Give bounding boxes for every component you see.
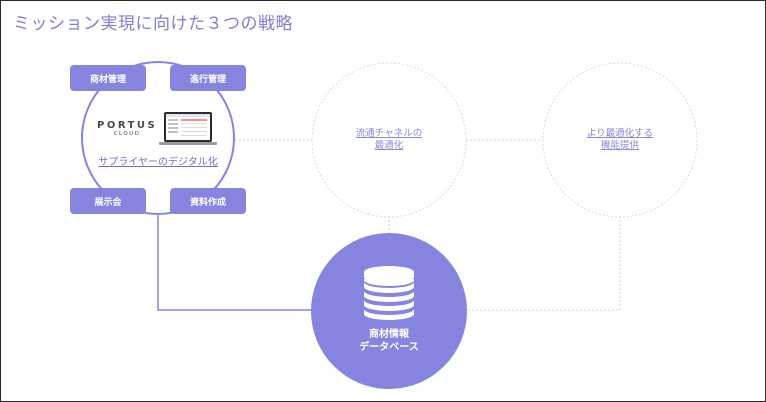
strategy-1-ring [81,61,235,215]
strategy-3-line2: 機能提供 [600,140,639,151]
product-management-pill: 商材管理 [70,65,146,91]
progress-management-pill: 進行管理 [170,65,246,91]
strategy-2-circle [311,62,467,218]
exhibition-pill: 展示会 [70,188,146,214]
slide-title: ミッション実現に向けた３つの戦略 [13,14,293,34]
portus-cloud-logo: PORTUS CLOUD [97,121,157,139]
connector-1-db [157,213,312,311]
strategy-3-circle [542,62,698,218]
database-icon [364,266,414,320]
laptop-screenshot-icon [159,112,217,145]
database-line2: データベース [359,342,419,353]
logo-sub: CLOUD [113,131,141,137]
strategy-2-label[interactable]: 流通チャネルの 最適化 [329,128,449,152]
strategy-3-label[interactable]: より最適化する 機能提供 [560,128,680,152]
database-line1: 商材情報 [369,329,409,340]
supplier-digitalization-link[interactable]: サプライヤーのデジタル化 [98,157,218,168]
connector-3-db [466,216,621,311]
strategy-3-line1: より最適化する [586,128,654,139]
document-creation-pill: 資料作成 [170,188,246,214]
database-label: 商材情報 データベース [319,328,459,354]
logo-brand: PORTUS [97,120,158,131]
strategy-2-line2: 最適化 [374,140,404,151]
strategy-2-line1: 流通チャネルの [355,128,423,139]
